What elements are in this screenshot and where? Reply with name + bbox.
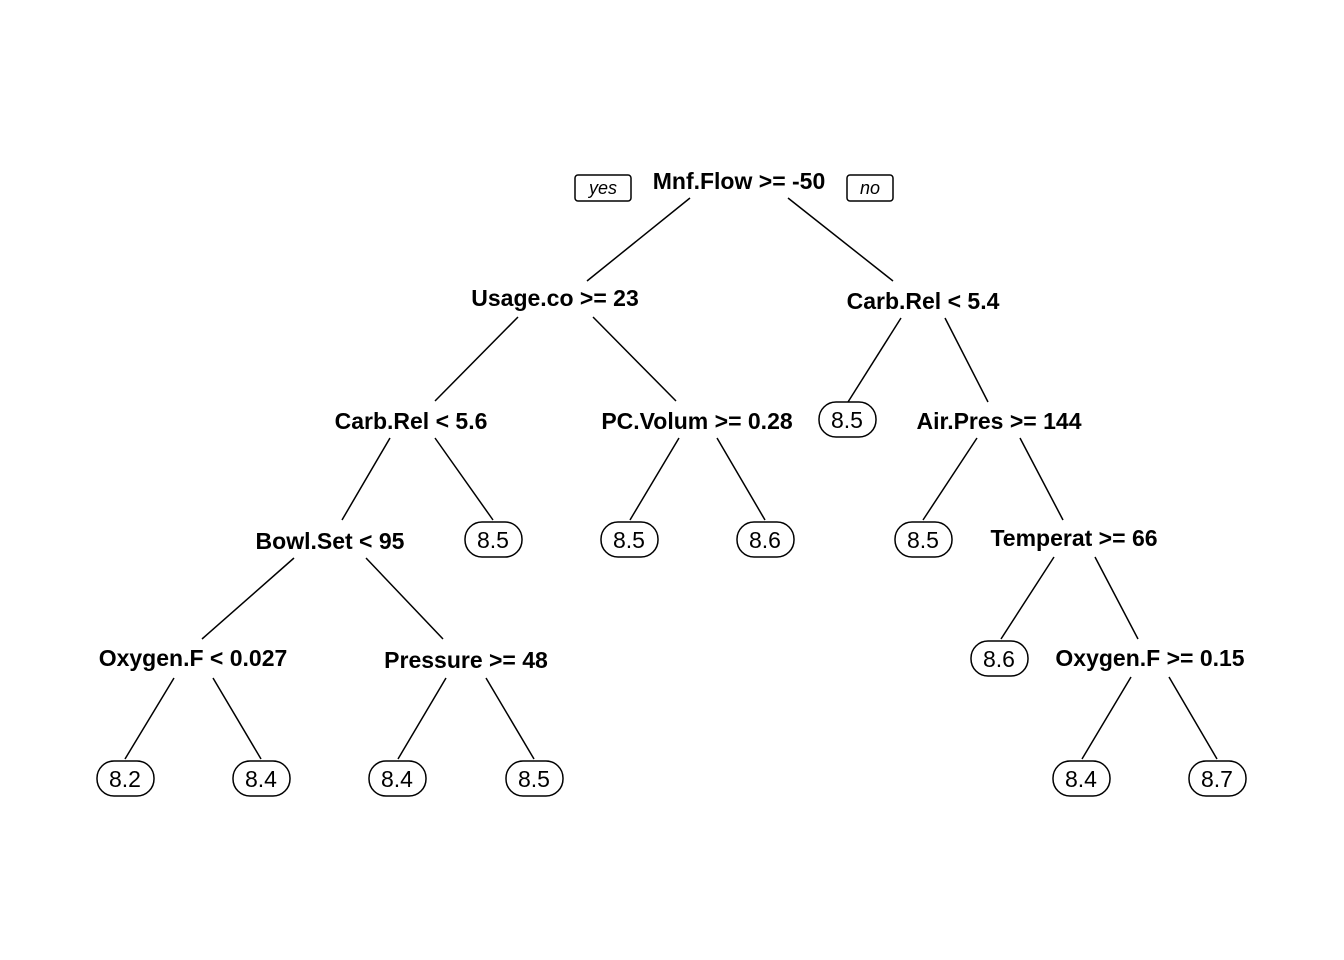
edge-n4-l9 xyxy=(434,437,494,521)
leaf-value: 8.4 xyxy=(1065,766,1097,792)
leaf-value: 8.5 xyxy=(831,407,863,433)
leaf-node: 8.6 xyxy=(736,521,795,558)
edge-n2-n5 xyxy=(592,316,677,402)
leaf-node: 8.7 xyxy=(1188,760,1247,797)
leaf-node: 8.4 xyxy=(368,760,427,797)
edge-root-n3 xyxy=(787,197,894,282)
leaf-node: 8.5 xyxy=(894,521,953,558)
leaf-value: 8.4 xyxy=(381,766,413,792)
edge-n2-n4 xyxy=(434,316,519,402)
leaf-node: 8.5 xyxy=(600,521,659,558)
split-air-pres: Air.Pres >= 144 xyxy=(917,408,1082,434)
split-root: Mnf.Flow >= -50 xyxy=(653,168,826,194)
leaf-nodes: 8.2 8.4 8.4 8.5 8.5 8.5 8.6 8.5 xyxy=(96,401,1247,797)
leaf-value: 8.5 xyxy=(613,527,645,553)
leaf-node: 8.6 xyxy=(970,640,1029,677)
leaf-value: 8.4 xyxy=(245,766,277,792)
leaf-value: 8.6 xyxy=(749,527,781,553)
edge-root-n2 xyxy=(586,197,691,282)
edge-n8-n16 xyxy=(201,557,295,640)
leaf-value: 8.5 xyxy=(518,766,550,792)
yes-label: yes xyxy=(574,174,632,202)
edge-n17-l35 xyxy=(485,677,535,760)
tree-edges xyxy=(124,197,1218,760)
edge-n7-l14 xyxy=(922,437,978,521)
edge-n4-n8 xyxy=(341,437,391,521)
split-carb-rel-left: Carb.Rel < 5.6 xyxy=(335,408,488,434)
split-pc-volum: PC.Volum >= 0.28 xyxy=(601,408,793,434)
split-bowl-set: Bowl.Set < 95 xyxy=(256,528,405,554)
edge-n31-l63 xyxy=(1168,676,1218,760)
split-temperat: Temperat >= 66 xyxy=(990,525,1157,551)
edge-n7-n15 xyxy=(1019,437,1064,521)
edge-n16-l33 xyxy=(212,677,262,760)
edge-n15-l30 xyxy=(1000,556,1055,640)
leaf-value: 8.7 xyxy=(1201,766,1233,792)
leaf-value: 8.2 xyxy=(109,766,141,792)
edge-n5-l10 xyxy=(629,437,680,521)
leaf-value: 8.5 xyxy=(907,527,939,553)
split-nodes: Mnf.Flow >= -50 Usage.co >= 23 Carb.Rel … xyxy=(99,168,1245,673)
edge-n3-l6 xyxy=(847,317,902,403)
leaf-node: 8.4 xyxy=(232,760,291,797)
edge-n15-n31 xyxy=(1094,556,1139,640)
leaf-node: 8.4 xyxy=(1052,760,1111,797)
edge-n17-l34 xyxy=(397,677,447,760)
split-pressure: Pressure >= 48 xyxy=(384,647,548,673)
split-oxygen-right: Oxygen.F >= 0.15 xyxy=(1055,645,1244,671)
split-oxygen-left: Oxygen.F < 0.027 xyxy=(99,645,288,671)
leaf-node: 8.5 xyxy=(464,521,523,558)
split-carb-rel-right: Carb.Rel < 5.4 xyxy=(847,288,1000,314)
leaf-node: 8.5 xyxy=(505,760,564,797)
no-label: no xyxy=(846,174,894,202)
edge-n31-l62 xyxy=(1081,676,1132,760)
edge-n8-n17 xyxy=(365,557,444,640)
leaf-node: 8.2 xyxy=(96,760,155,797)
leaf-value: 8.6 xyxy=(983,646,1015,672)
leaf-node: 8.5 xyxy=(818,401,877,438)
split-usage-co: Usage.co >= 23 xyxy=(471,285,639,311)
edge-n5-l11 xyxy=(716,437,766,521)
edge-n3-n7 xyxy=(944,317,989,403)
no-label-text: no xyxy=(860,178,880,198)
edge-n16-l32 xyxy=(124,677,175,760)
leaf-value: 8.5 xyxy=(477,527,509,553)
yes-label-text: yes xyxy=(587,178,617,198)
